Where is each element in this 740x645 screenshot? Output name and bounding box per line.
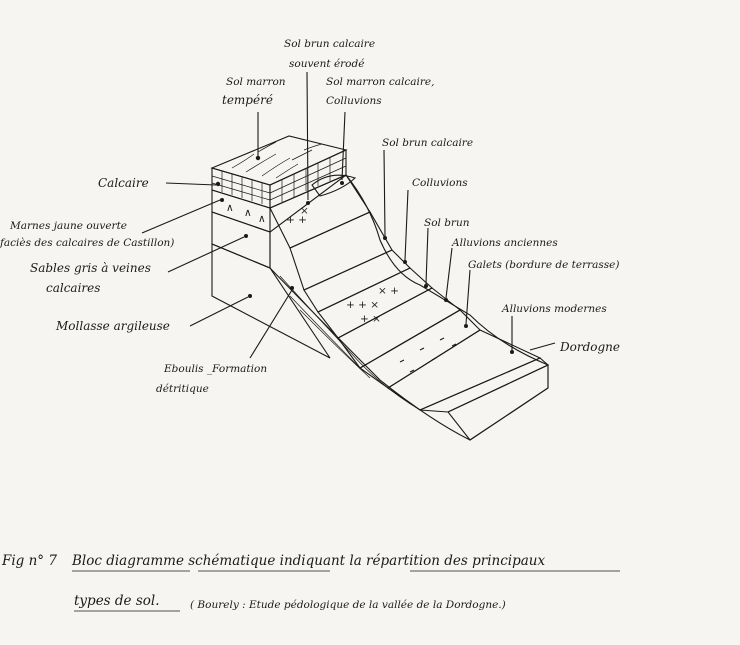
- label-calcaire: Calcaire: [98, 176, 149, 190]
- label-marnes: Marnes jaune ouverte: [9, 220, 127, 232]
- calcaire-layer: [211, 167, 271, 209]
- label-sol-brun: Sol brun: [424, 217, 470, 229]
- label-sol-marron: Sol marron: [226, 76, 286, 88]
- label-eboulis: Eboulis _Formation: [163, 363, 267, 375]
- block-geometry: ∧ ∧ ∧ + + × + + × × + + ×: [210, 135, 549, 441]
- svg-text:∧: ∧: [258, 213, 266, 225]
- label-alluvions-modernes: Alluvions modernes: [501, 303, 607, 315]
- svg-text:× +: × +: [378, 285, 399, 297]
- caption-line-1: Bloc diagramme schématique indiquant la …: [71, 553, 545, 569]
- mollasse-layer: [211, 243, 331, 359]
- label-marnes-2: faciès des calcaires de Castillon): [0, 237, 174, 249]
- plateau-texture: [231, 141, 323, 179]
- caption: Fig n° 7 Bloc diagramme schématique indi…: [1, 553, 620, 612]
- label-galets: Galets (bordure de terrasse): [468, 259, 619, 271]
- label-eboulis-2: détritique: [156, 383, 209, 395]
- label-sol-brun-calcaire-top-2: souvent érodé: [289, 58, 364, 70]
- svg-text:+ + ×: + + ×: [346, 299, 379, 311]
- svg-text:×: ×: [300, 205, 309, 217]
- label-colluvions: Colluvions: [412, 177, 468, 189]
- caption-fig-num: Fig n° 7: [1, 553, 57, 569]
- svg-text:+ ×: + ×: [360, 313, 381, 325]
- label-alluvions-anciennes: Alluvions anciennes: [451, 237, 558, 249]
- label-sol-brun-calcaire-top: Sol brun calcaire: [284, 38, 375, 50]
- label-sables: Sables gris à veines: [30, 261, 151, 275]
- caption-line-2: types de sol.: [74, 593, 160, 609]
- labels: Sol brun calcaire souvent érodé Sol marr…: [0, 38, 620, 395]
- marnes-layer: [211, 189, 271, 233]
- label-mollasse: Mollasse argileuse: [55, 319, 170, 333]
- caption-source: ( Bourely : Etude pédologique de la vall…: [190, 599, 506, 611]
- label-tempere: tempéré: [222, 93, 273, 107]
- label-sol-brun-calcaire: Sol brun calcaire: [382, 137, 473, 149]
- alluvions-modernes-band: [387, 329, 542, 411]
- svg-text:∧: ∧: [244, 207, 252, 219]
- label-colluvions-top: Colluvions: [326, 95, 382, 107]
- label-sol-marron-calcaire: Sol marron calcaire,: [326, 76, 434, 88]
- leader-lines: [141, 71, 556, 359]
- sol-marron-calcaire-patch: [311, 174, 357, 197]
- svg-text:∧: ∧: [226, 202, 234, 214]
- svg-text:+ +: + +: [286, 214, 307, 226]
- label-sables-2: calcaires: [46, 281, 100, 295]
- label-dordogne: Dordogne: [559, 340, 620, 354]
- dordogne-river: [419, 357, 549, 413]
